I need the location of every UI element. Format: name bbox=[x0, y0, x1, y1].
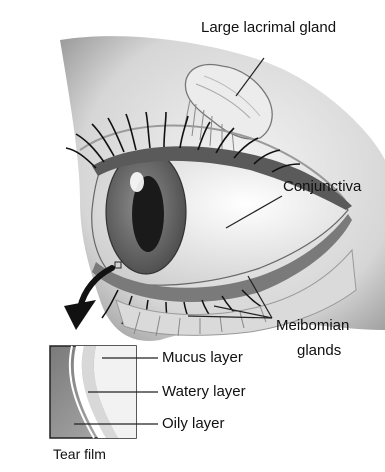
magnify-arrowhead bbox=[64, 300, 96, 330]
label-watery-layer: Watery layer bbox=[162, 383, 246, 401]
label-meibomian-line1: Meibomian bbox=[276, 317, 349, 335]
label-lacrimal-gland: Large lacrimal gland bbox=[201, 19, 336, 37]
label-oily-layer: Oily layer bbox=[162, 415, 225, 433]
label-tear-film: Tear film bbox=[53, 445, 106, 463]
label-mucus-layer: Mucus layer bbox=[162, 349, 243, 367]
iris-highlight bbox=[130, 172, 144, 192]
label-conjunctiva: Conjunctiva bbox=[283, 178, 361, 196]
label-meibomian-line2: glands bbox=[297, 342, 341, 360]
